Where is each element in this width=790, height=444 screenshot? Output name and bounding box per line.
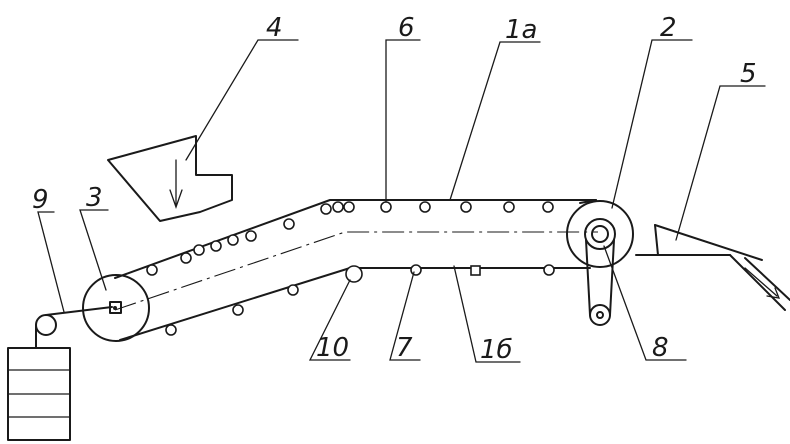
label-6: 6 — [398, 13, 415, 43]
drive-chain — [585, 239, 615, 326]
feed-hopper — [107, 135, 233, 222]
label-2: 2 — [660, 13, 677, 43]
label-1b: 1б — [480, 335, 513, 365]
part-labels: 4 6 1а 2 5 3 9 10 7 1б 8 — [32, 13, 757, 365]
leader-lines — [37, 39, 766, 363]
label-10: 10 — [316, 333, 349, 363]
label-1a: 1а — [505, 15, 537, 45]
discharge-chute — [635, 224, 790, 311]
label-9: 9 — [32, 185, 49, 215]
label-3: 3 — [86, 183, 103, 213]
counterweight — [7, 306, 113, 441]
upper-belt — [114, 199, 597, 279]
label-8: 8 — [652, 333, 669, 363]
label-4: 4 — [266, 13, 283, 43]
label-5: 5 — [740, 59, 757, 89]
particles-lower — [165, 264, 555, 336]
particles-upper — [146, 201, 554, 276]
drive-drum — [566, 200, 634, 268]
center-axis-line — [114, 231, 598, 311]
tension-drum — [82, 274, 150, 342]
label-7: 7 — [396, 333, 413, 363]
